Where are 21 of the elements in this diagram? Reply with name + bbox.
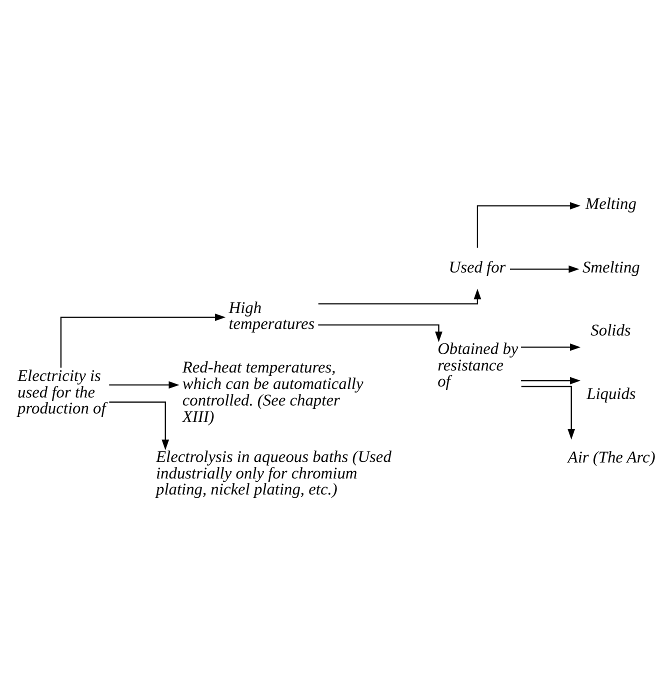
node-text: Red-heat temperatures, which can be automatically controlled. (See chapter XIII) — [182, 358, 364, 426]
arrow — [521, 386, 576, 440]
node-text: Melting — [585, 194, 636, 213]
arrow — [109, 381, 180, 389]
arrow — [318, 288, 482, 304]
arrow — [318, 324, 442, 342]
node-text: Smelting — [582, 257, 640, 276]
node-text: Used for — [448, 257, 506, 276]
arrow — [521, 376, 581, 384]
node-text: Solids — [590, 320, 631, 340]
arrow — [510, 265, 580, 273]
arrow — [521, 344, 581, 351]
node-text: Obtained by resistance of — [438, 338, 518, 391]
arrow — [109, 402, 170, 450]
arrow — [60, 314, 226, 368]
arrow — [476, 202, 581, 248]
node-text: High temperatures — [228, 298, 315, 334]
node-text: Air (The Arc) — [568, 447, 656, 466]
node-text: Electricity is used for the production of — [18, 366, 106, 418]
node-text: Electrolysis in aqueous baths (Used industrially only for chromium plating, nickel plating, etc.) — [156, 446, 392, 499]
node-text: Liquids — [586, 384, 636, 404]
